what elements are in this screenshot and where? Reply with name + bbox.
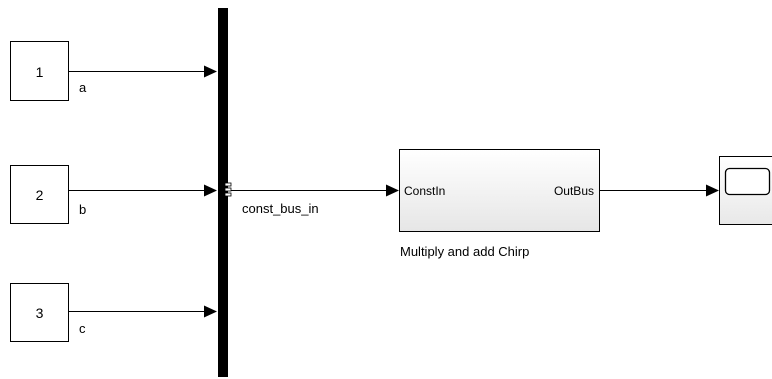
signal-label-b: b bbox=[79, 202, 86, 217]
subsystem-name: Multiply and add Chirp bbox=[400, 244, 529, 259]
bus-port-marker bbox=[224, 182, 232, 187]
signal-line-b[interactable] bbox=[69, 184, 217, 197]
subsystem-out-port-label: OutBus bbox=[554, 184, 594, 198]
scope-icon[interactable] bbox=[719, 156, 772, 225]
constant-block-1[interactable]: 1 bbox=[10, 41, 69, 101]
constant-block-3[interactable]: 3 bbox=[10, 283, 69, 342]
signal-label-a: a bbox=[79, 80, 87, 95]
subsystem-in-port-label: ConstIn bbox=[404, 184, 445, 198]
output-signal-line[interactable] bbox=[600, 184, 719, 197]
constant-block-3-value: 3 bbox=[36, 305, 44, 321]
bus-signal-line[interactable] bbox=[231, 184, 399, 197]
bus-signal-label: const_bus_in bbox=[242, 201, 319, 216]
signal-line-a[interactable] bbox=[69, 65, 217, 78]
signal-line-c[interactable] bbox=[69, 305, 217, 318]
signal-label-c: c bbox=[79, 321, 86, 336]
constant-block-1-value: 1 bbox=[36, 64, 44, 80]
constant-block-2-value: 2 bbox=[36, 187, 44, 203]
constant-block-2[interactable]: 2 bbox=[10, 165, 69, 224]
subsystem-block[interactable]: ConstIn OutBus bbox=[399, 149, 600, 232]
bus-creator-block[interactable] bbox=[218, 8, 232, 377]
